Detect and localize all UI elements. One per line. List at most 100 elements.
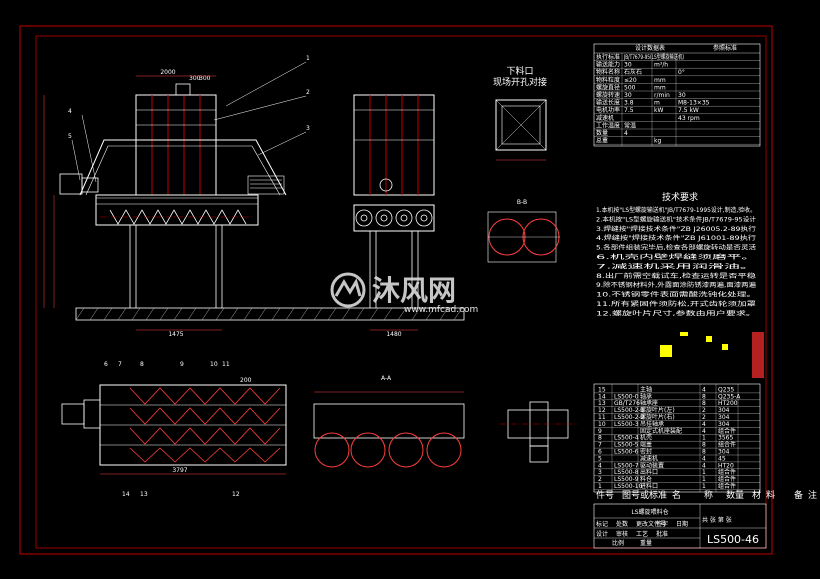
design-cell: 螺旋直径 bbox=[596, 83, 620, 91]
bom-cell: 13 bbox=[598, 400, 606, 407]
bom-header-cell: 材 bbox=[752, 489, 761, 501]
design-cell: 4 bbox=[624, 130, 628, 137]
design-cell: 500 bbox=[624, 84, 636, 91]
tb-label: 更改文件号 bbox=[636, 520, 666, 528]
bom-cell: 螺旋叶片(左) bbox=[640, 406, 675, 414]
bom-cell: 4 bbox=[702, 386, 706, 393]
tb-label: 批准 bbox=[656, 530, 668, 538]
design-cell: 执行标准 bbox=[596, 53, 620, 61]
install-label-2: 现场开孔对接 bbox=[493, 76, 547, 88]
inlet-detail-view: 下料口 现场开孔对接 bbox=[493, 65, 547, 161]
bom-cell: 304 bbox=[718, 407, 730, 414]
bom-cell: 4 bbox=[598, 462, 602, 469]
yellow-markers bbox=[660, 332, 728, 357]
watermark-brand: 沐风网 bbox=[372, 274, 456, 307]
bom-header-cell: 名 bbox=[672, 489, 681, 501]
design-cell: 输送能力 bbox=[596, 61, 620, 69]
plan-part-6: 6 bbox=[104, 361, 108, 368]
watermark-logo-icon bbox=[330, 272, 366, 308]
plan-part-9: 9 bbox=[180, 361, 184, 368]
bom-cell: 1 bbox=[702, 435, 706, 442]
design-cell: r/min bbox=[654, 92, 670, 99]
tech-req-item: 3.焊缝按"焊接技术条件"ZB J26005.2-89执行 bbox=[596, 225, 756, 233]
tb-scale: 比例 bbox=[612, 539, 624, 547]
design-cell: kg bbox=[654, 138, 661, 145]
design-cell: 螺旋转速 bbox=[596, 91, 620, 99]
bom-cell: 304 bbox=[718, 414, 730, 421]
watermark-url: www.mfcad.com bbox=[404, 305, 478, 315]
plan-reducer bbox=[83, 399, 101, 429]
bom-header-cell: 料 bbox=[766, 489, 775, 501]
bom-cell: 密封 bbox=[640, 448, 652, 456]
design-cell: m³/h bbox=[654, 62, 668, 69]
bom-cell: 组合件 bbox=[718, 482, 736, 490]
tech-req-item: 4.焊缝按"焊接技术条件"ZB J61001-89执行 bbox=[596, 234, 756, 242]
bom-cell: LS500-9 bbox=[614, 476, 639, 483]
bom-cell: 4 bbox=[702, 462, 706, 469]
bom-header-cell: 注 bbox=[808, 489, 817, 501]
hopper-inlet bbox=[175, 83, 191, 96]
tech-req-item: 8.出厂前需空载试车,检查运转是否平稳 bbox=[596, 272, 756, 280]
bom-cell: 1 bbox=[598, 483, 602, 490]
tech-req-item: 9.除不锈钢材料外,外露面涂防锈漆两遍,面漆两遍 bbox=[596, 281, 756, 289]
design-cell: JB/T7679-95(LS型螺旋输送机) bbox=[623, 53, 684, 61]
bom-header-cell: 图号或标准 bbox=[622, 489, 667, 501]
section-a-circles bbox=[314, 432, 462, 468]
design-cell: 3.8 bbox=[624, 100, 634, 107]
bom-cell: LS500-5 bbox=[614, 442, 639, 449]
front-part-5: 5 bbox=[68, 133, 72, 140]
bom-cell: 机壳 bbox=[640, 434, 652, 442]
watermark: 沐风网 www.mfcad.com bbox=[330, 272, 478, 315]
front-part-2: 2 bbox=[306, 89, 310, 96]
plan-part-10: 10 bbox=[210, 361, 218, 368]
design-cell: 30 bbox=[624, 92, 632, 99]
bom-cell: LS500-2-1 bbox=[614, 407, 645, 414]
dim-top-b: 300 bbox=[199, 75, 211, 82]
bom-cell: 2 bbox=[598, 476, 602, 483]
bearing-detail-view bbox=[500, 401, 578, 463]
bom-header-cell: 称 bbox=[704, 489, 713, 501]
front-leaders bbox=[71, 61, 307, 183]
bom-cell: 6 bbox=[598, 449, 602, 456]
design-cell: mm bbox=[654, 84, 666, 91]
design-cell: 常温 bbox=[624, 121, 636, 129]
bom-cell: 5 bbox=[598, 455, 602, 462]
bom-cell: LS500-7 bbox=[614, 462, 639, 469]
drive-reducer bbox=[81, 177, 99, 193]
title-block: 标记处数更改文件号签字日期设计审核工艺批准 LS螺旋喂料仓 比例 重量 共 张 … bbox=[593, 503, 767, 549]
bom-cell: 8 bbox=[702, 449, 706, 456]
bom-cell: 45 bbox=[718, 455, 726, 462]
outer-frame bbox=[19, 25, 773, 555]
plan-part-14: 14 bbox=[122, 491, 130, 498]
dim-top-width: 2000 bbox=[160, 69, 175, 76]
bom-cell: Q235-A bbox=[718, 393, 741, 400]
tb-label: 设计 bbox=[596, 530, 608, 538]
hopper-vertical-ribs bbox=[151, 95, 201, 195]
tb-weight: 重量 bbox=[640, 539, 652, 547]
section-a-view: A-A bbox=[313, 375, 465, 468]
tech-req-item: 12.螺旋叶片尺寸,参数由用户要求。 bbox=[596, 309, 756, 317]
inner-frame bbox=[35, 35, 767, 549]
bom-cell: 3 bbox=[598, 469, 602, 476]
design-cell: 工作温度 bbox=[596, 121, 620, 129]
design-cell: 物料粒度 bbox=[596, 76, 620, 84]
bom-cell: 4 bbox=[702, 428, 706, 435]
design-table-std: 参照标准 bbox=[713, 44, 737, 52]
bom-cell: 出料口 bbox=[640, 468, 658, 476]
bom-cell: 2 bbox=[702, 407, 706, 414]
bom-cell: 4 bbox=[702, 421, 706, 428]
bom-cell: 1 bbox=[702, 469, 706, 476]
front-part-1: 1 bbox=[306, 55, 310, 62]
bom-cell: 9 bbox=[598, 428, 602, 435]
bom-cell: 组合件 bbox=[718, 427, 736, 435]
tb-label: 签字 bbox=[656, 520, 668, 528]
side-screw-circles bbox=[355, 209, 433, 227]
bom-cell: 304 bbox=[718, 421, 730, 428]
section-a-label: A-A bbox=[381, 375, 392, 382]
section-b-view: B-B bbox=[487, 199, 560, 263]
bom-cell: 1 bbox=[702, 476, 706, 483]
tech-req-item: 1.本机按"LS型螺旋输送机"JB/T7679-1995设计,制造,验收。 bbox=[596, 206, 756, 214]
bom-cell: 8 bbox=[702, 442, 706, 449]
tb-label: 标记 bbox=[596, 520, 608, 528]
